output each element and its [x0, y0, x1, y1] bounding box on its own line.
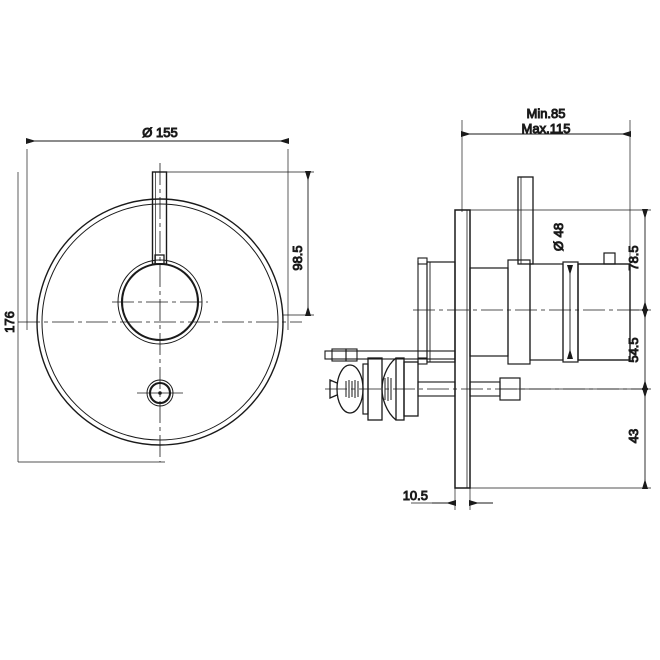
wall-plate: [454, 209, 471, 489]
body-top-lug: [603, 252, 616, 265]
dim-label-top-offset: 78.5: [626, 245, 641, 270]
dim-projection: [461, 120, 631, 266]
dim-right-stack: [470, 209, 651, 489]
dim-label-bottom-offset: 43: [626, 429, 641, 443]
dim-front-diameter: [26, 138, 289, 330]
lever-handle: [151, 171, 168, 265]
front-centerlines: [18, 163, 302, 462]
dim-label-front-height: 176: [2, 311, 17, 333]
dim-label-front-diameter: Ø 155: [142, 125, 177, 140]
dim-front-height: [17, 172, 165, 463]
dim-label-projection-max: Max.115: [522, 121, 571, 136]
dim-handle-height: [160, 171, 314, 316]
body-segment-4: [562, 261, 579, 363]
dim-label-body-diameter: Ø 48: [551, 223, 566, 251]
dim-plate-thickness: [411, 488, 493, 510]
bracket-notch-right: [345, 348, 358, 362]
body-rear-lug-top: [417, 257, 428, 265]
dim-label-projection-min: Min.85: [526, 106, 565, 121]
dim-label-mid-offset: 54.5: [626, 337, 641, 362]
side-centerlines: [325, 309, 648, 390]
side-view: [324, 176, 648, 489]
body-segment-1: [469, 267, 509, 357]
body-rear-sleeve: [426, 261, 456, 363]
dim-label-plate-thickness: 10.5: [403, 488, 428, 503]
side-view-dimensions: Min.85 Max.115 Ø 48 78.5: [402, 106, 651, 510]
lever-collar: [154, 254, 165, 265]
body-rear-lug-bottom: [417, 357, 428, 365]
fixing-screw-assembly: [329, 357, 521, 421]
body-segment-3: [529, 263, 564, 361]
front-view-dimensions: Ø 155 176 98.5: [2, 125, 314, 463]
lever-shaft-side: [517, 176, 534, 265]
front-view: [18, 163, 302, 462]
bracket-bar: [324, 350, 456, 360]
body-segment-5: [577, 263, 631, 361]
mounting-bracket: [324, 348, 456, 362]
dim-label-handle-height: 98.5: [290, 245, 305, 270]
body-segment-2: [507, 259, 531, 365]
